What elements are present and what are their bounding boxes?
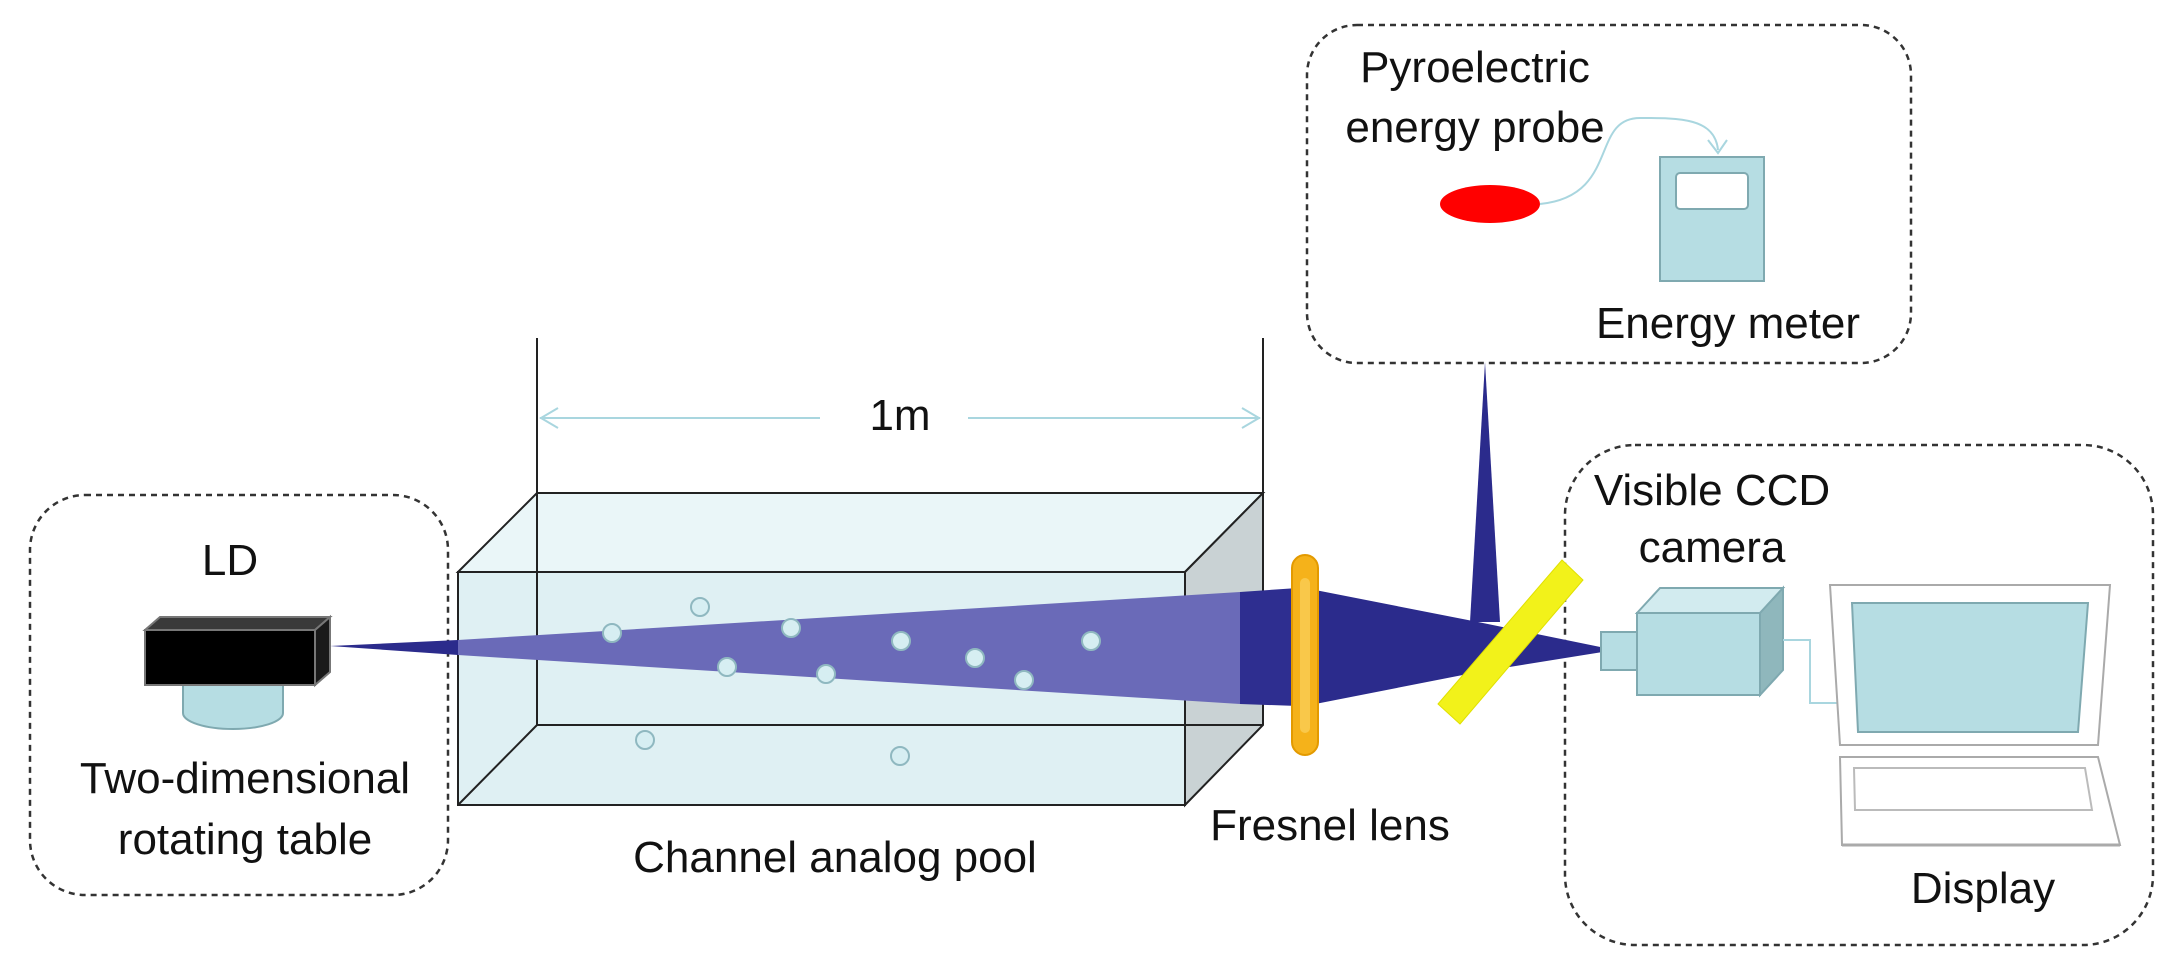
ld-body-front (144, 629, 316, 686)
bubble (1081, 631, 1101, 651)
energy-measurement (1440, 116, 1765, 282)
beam-reflected-up (1470, 362, 1500, 622)
bubble (717, 657, 737, 677)
bubble (635, 730, 655, 750)
ld-body-top (142, 616, 333, 631)
bubble (890, 746, 910, 766)
fresnel-lens (1291, 554, 1319, 756)
beam-after-lens (1305, 588, 1615, 706)
ccd-camera (1600, 585, 1786, 698)
laptop-screen (1850, 602, 2090, 733)
probe-label-line1: Pyroelectric (1360, 43, 1590, 92)
laser-diode (142, 614, 333, 730)
bubble (965, 648, 985, 668)
bubble (690, 597, 710, 617)
display-label: Display (1911, 864, 2055, 913)
probe-cable (1539, 116, 1719, 205)
fresnel-lens-label: Fresnel lens (1210, 801, 1450, 850)
rotating-table-label-line2: rotating table (118, 815, 372, 864)
distance-arrowhead-left (539, 407, 559, 429)
distance-arrowhead-right (1241, 407, 1261, 429)
bubble (816, 664, 836, 684)
ccd-label-line1: Visible CCD (1594, 466, 1830, 515)
energy-meter-screen (1675, 172, 1749, 210)
beam-in-pool (458, 592, 1240, 704)
bubble (781, 618, 801, 638)
camera-to-display-arrow (1783, 639, 1855, 704)
bubbles (602, 597, 1101, 766)
distance-marker: 1m (536, 338, 1264, 725)
bubble (891, 631, 911, 651)
laptop-keyboard-area (1852, 767, 2094, 811)
ld-body-side (314, 614, 331, 688)
camera-lens (1600, 631, 1638, 671)
bubble (602, 623, 622, 643)
probe-cable-arrowhead (1707, 139, 1728, 155)
beam-splitter (1437, 559, 1584, 725)
pool-top-face (455, 492, 1266, 573)
ld-module-box (28, 493, 450, 897)
pyroelectric-probe-icon (1440, 185, 1540, 223)
camera-top (1634, 587, 1786, 614)
ld-label: LD (202, 536, 258, 585)
pool-label: Channel analog pool (633, 833, 1037, 882)
distance-label: 1m (869, 391, 930, 440)
energy-meter-label: Energy meter (1596, 299, 1860, 348)
display-laptop (1828, 584, 2122, 847)
probe-module-box (1305, 23, 1913, 365)
pool-bottom-left-edge (457, 724, 538, 806)
laser-beam (330, 362, 1615, 706)
camera-front (1636, 612, 1761, 696)
beam-before-pool (330, 640, 458, 655)
fresnel-lens-highlight (1300, 578, 1310, 733)
ccd-label-line2: camera (1639, 523, 1786, 572)
probe-label-line2: energy probe (1345, 103, 1604, 152)
beam-exit-window (1240, 588, 1298, 706)
bubble (1014, 670, 1034, 690)
rotating-table-label-line1: Two-dimensional (80, 754, 410, 803)
camera-module-box (1563, 443, 2155, 947)
